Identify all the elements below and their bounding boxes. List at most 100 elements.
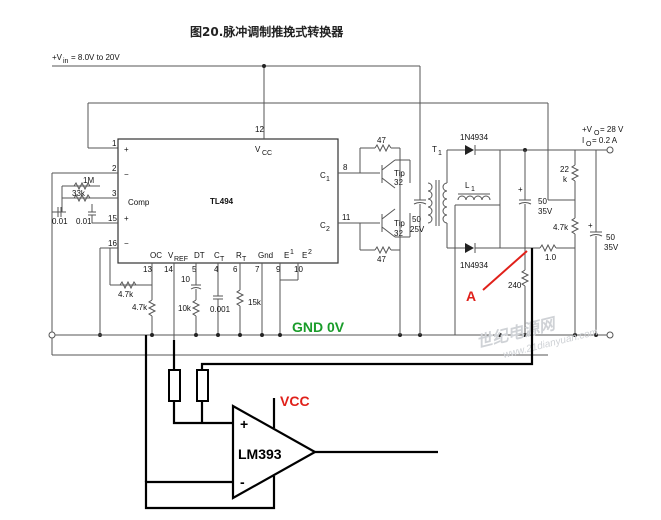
d-bot-label: 1N4934: [460, 261, 489, 270]
out-cap-plus: +: [588, 221, 593, 230]
c-50-25v-label: 50: [412, 215, 421, 224]
ic-e2-sub: 2: [308, 249, 312, 256]
pin-15: 15: [108, 214, 117, 223]
vin-text: +V: [52, 53, 63, 62]
output-stage: + 50 35V 1.0 240 22 k 4.7k + 50 35V: [500, 140, 619, 335]
io-val: = 0.2 A: [592, 136, 618, 145]
c-50-35v-out-b-label: 35V: [604, 243, 619, 252]
ic-plus1: +: [124, 145, 129, 154]
ic-ct-sub: T: [220, 256, 225, 263]
r-1-0-label: 1.0: [545, 253, 557, 262]
ic-minus2: −: [124, 239, 129, 248]
pin-6: 6: [233, 265, 238, 274]
point-a-annotation: A: [466, 250, 528, 304]
pin-1: 1: [112, 139, 117, 148]
vcc-label: VCC: [280, 393, 310, 409]
output-labels: +V O = 28 V I O = 0.2 A: [582, 125, 624, 148]
ic-vref-sub: REF: [174, 256, 188, 263]
t1-label: T: [432, 145, 437, 154]
vo-val: = 28 V: [600, 125, 624, 134]
r-1m-label: 1M: [83, 176, 94, 185]
ic-tl494-body: [117, 138, 339, 264]
pin-4: 4: [214, 265, 219, 274]
vo-text: +V: [582, 125, 593, 134]
c-50-35v-label: 50: [538, 197, 547, 206]
r-47-bot-label: 47: [377, 255, 386, 264]
pin-3: 3: [112, 189, 117, 198]
r-47-top-label: 47: [377, 136, 386, 145]
pin-9: 9: [276, 265, 281, 274]
t1-sub: 1: [438, 150, 442, 157]
ic-rt: R: [236, 251, 242, 260]
pin-13: 13: [143, 265, 152, 274]
lm393-label: LM393: [238, 446, 282, 462]
pin-12: 12: [255, 125, 264, 134]
figure-title: 图20.脉冲调制推挽式转换器: [190, 24, 344, 39]
lm393-symbol: [231, 404, 318, 500]
bottom-network: 4.7k 4.7k 10 10k 0.001 15k: [109, 248, 299, 340]
vin-label: +V in = 8.0V to 20V: [52, 53, 120, 65]
r-10k-label: 10k: [178, 304, 192, 313]
pin-5: 5: [192, 265, 197, 274]
r-47k-a-label: 4.7k: [118, 290, 134, 299]
io-sub: O: [586, 141, 592, 148]
c-50-25v-b-label: 25V: [410, 225, 425, 234]
pin-numbers: 1 2 3 15 16 12 8 11 13 14 5 4 6 7 9 10: [108, 125, 351, 274]
c-001a-label: 0.01: [52, 217, 68, 226]
vin-sub: in: [63, 58, 69, 65]
c-50-35v-out-label: 50: [606, 233, 615, 242]
r-15k-label: 15k: [248, 298, 262, 307]
r-47k-c-label: 4.7k: [553, 223, 569, 232]
ic-c1: C: [320, 171, 326, 180]
pin-7: 7: [255, 265, 260, 274]
r-22k-label: 22: [560, 165, 569, 174]
q2-num: 32: [394, 229, 403, 238]
d-top-label: 1N4934: [460, 133, 489, 142]
vin-range: = 8.0V to 20V: [71, 53, 120, 62]
ic-vcc-sub: CC: [262, 150, 272, 157]
pin-16: 16: [108, 239, 117, 248]
ic-plus2: +: [124, 214, 129, 223]
ic-vcc: V: [255, 145, 261, 154]
l1-sub: 1: [471, 186, 475, 193]
vo-sub: O: [594, 130, 600, 137]
left-network: 1M 33k 0.01 0.01: [51, 172, 548, 356]
cap-plus: +: [518, 185, 523, 194]
ic-gnd: Gnd: [258, 251, 273, 260]
vin-rail: [52, 64, 421, 190]
comp-minus: -: [240, 474, 245, 490]
pin-10: 10: [294, 265, 303, 274]
c-10-label: 10: [181, 275, 190, 284]
diodes: 1N4934 1N4934: [447, 133, 501, 335]
r-47k-b-label: 4.7k: [132, 303, 148, 312]
r-22k-b-label: k: [563, 175, 568, 184]
ic-comp: Comp: [128, 198, 150, 207]
c-50-35v-b-label: 35V: [538, 207, 553, 216]
r-240-label: 240: [508, 281, 522, 290]
c-001b-label: 0.01: [76, 217, 92, 226]
driver-stage: 47 47 Tip 32 Tip 32 50 25V: [338, 136, 427, 335]
comp-plus: +: [240, 416, 248, 432]
ic-e2: E: [302, 251, 307, 260]
point-a-label: A: [466, 288, 476, 304]
pin-14: 14: [164, 265, 173, 274]
ic-dt: DT: [194, 251, 205, 260]
r-33k-label: 33k: [72, 189, 86, 198]
ic-name: TL494: [210, 197, 234, 206]
c-0001-label: 0.001: [210, 305, 231, 314]
comp-resistor-1: [168, 369, 181, 402]
io-text: I: [582, 136, 584, 145]
ic-labels: TL494 V CC Comp C 1 C 2 + − + − OC V REF…: [124, 145, 330, 263]
ic-c2-sub: 2: [326, 226, 330, 233]
transformer-t1: T 1: [427, 145, 448, 248]
ic-rt-sub: T: [242, 256, 247, 263]
pin-11: 11: [342, 213, 351, 222]
pin-2: 2: [112, 164, 117, 173]
pin-8: 8: [343, 163, 348, 172]
gnd-label: GND 0V: [292, 319, 345, 335]
ic-e1: E: [284, 251, 289, 260]
l1-label: L: [465, 181, 470, 190]
inductor-l1: L 1: [457, 181, 491, 201]
ic-e1-sub: 1: [290, 249, 294, 256]
